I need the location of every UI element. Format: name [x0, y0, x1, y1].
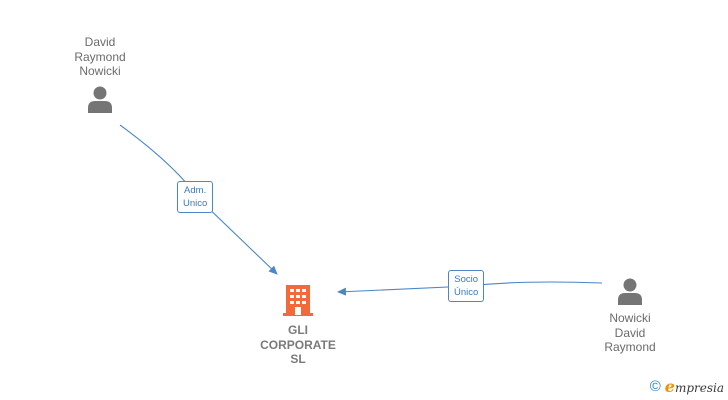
company-name: GLI CORPORATE SL [260, 323, 336, 366]
person-node-david-raymond-nowicki[interactable]: David Raymond Nowicki [58, 35, 142, 114]
person-node-nowicki-david-raymond[interactable]: Nowicki David Raymond [588, 276, 672, 355]
copyright-icon: © [649, 378, 661, 395]
building-icon [283, 285, 313, 316]
person-icon [88, 86, 112, 113]
edge-label-socio-unico[interactable]: Socio Único [448, 270, 485, 302]
brand-logo: empresia [664, 377, 724, 396]
edge-label-adm-unico[interactable]: Adm. Unico [177, 181, 214, 213]
company-node-gli-corporate-sl[interactable]: GLI CORPORATE SL [252, 283, 344, 367]
person-name: Nowicki David Raymond [604, 311, 656, 354]
brand-watermark: © empresia [650, 377, 724, 396]
person-name: David Raymond Nowicki [74, 35, 126, 78]
person-icon [618, 278, 642, 305]
